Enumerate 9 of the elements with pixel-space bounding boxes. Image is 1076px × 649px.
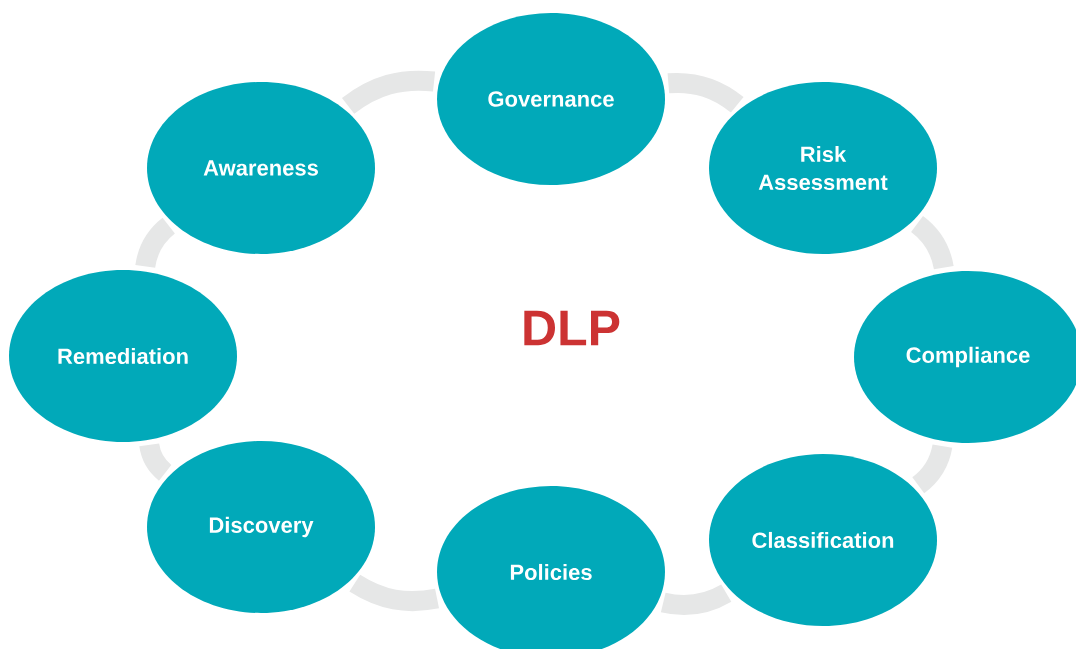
ring-segment (912, 444, 953, 494)
ring-segment (139, 443, 172, 481)
ring-segment (667, 72, 744, 113)
ring-segment (661, 584, 732, 616)
ring-segment (910, 216, 954, 270)
ring-segment (349, 574, 439, 612)
ring-segment (135, 218, 176, 269)
ring-segment (342, 70, 435, 114)
center-label: DLP (524, 310, 620, 346)
